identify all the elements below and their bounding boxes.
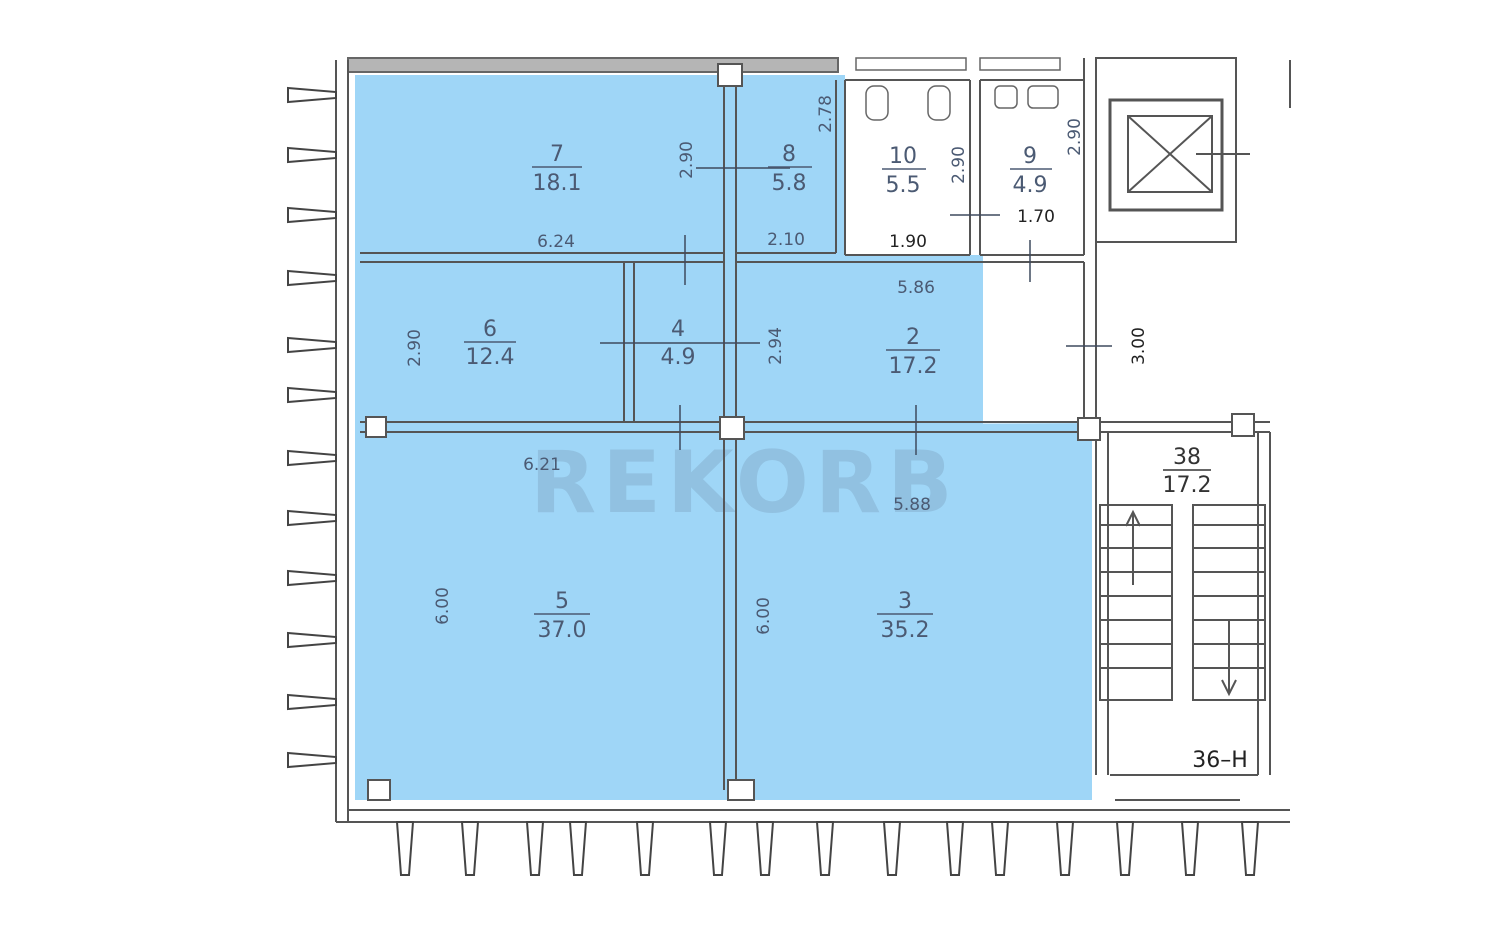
svg-text:4.9: 4.9	[1013, 173, 1048, 198]
window-symbol	[1115, 821, 1135, 876]
room-9: 9 4.9	[1010, 144, 1052, 198]
dim-label: 6.00	[433, 587, 453, 625]
svg-text:8: 8	[782, 142, 796, 167]
window-symbol	[635, 821, 655, 876]
svg-text:17.2: 17.2	[889, 354, 938, 379]
window-symbol	[525, 821, 545, 876]
window-symbol	[287, 631, 337, 649]
window-symbol	[287, 449, 337, 467]
svg-text:6: 6	[483, 317, 497, 342]
dim-label: 2.78	[816, 95, 836, 133]
dim-label: 2.10	[767, 230, 805, 250]
dim-label: 1.70	[1017, 207, 1055, 227]
svg-text:18.1: 18.1	[533, 171, 582, 196]
window-symbol	[287, 146, 337, 164]
svg-text:2: 2	[906, 325, 920, 350]
room-8: 8 5.8	[768, 142, 812, 196]
svg-text:3: 3	[898, 589, 912, 614]
dim-label: 2.90	[677, 141, 697, 179]
windows-left	[287, 86, 337, 769]
window-symbol	[287, 751, 337, 769]
dim-label: 2.90	[949, 146, 969, 184]
svg-text:17.2: 17.2	[1163, 473, 1212, 498]
svg-text:7: 7	[550, 142, 564, 167]
room-7: 7 18.1	[532, 142, 582, 196]
dim-label: 1.90	[889, 232, 927, 252]
svg-text:5.8: 5.8	[772, 171, 807, 196]
window-symbol	[287, 269, 337, 287]
window-symbol	[287, 569, 337, 587]
unit-label: 36–Н	[1192, 748, 1248, 773]
dim-label: 6.21	[523, 455, 561, 475]
svg-text:4: 4	[671, 317, 685, 342]
dim-label: 5.88	[893, 495, 931, 515]
svg-text:37.0: 37.0	[538, 618, 587, 643]
dim-label: 2.90	[405, 329, 425, 367]
room-4: 4 4.9	[661, 317, 696, 370]
room-3: 3 35.2	[877, 589, 933, 643]
svg-text:35.2: 35.2	[881, 618, 930, 643]
window-symbol	[460, 821, 480, 876]
svg-text:12.4: 12.4	[466, 345, 515, 370]
dim-label: 6.24	[537, 232, 575, 252]
window-symbol	[945, 821, 965, 876]
window-symbol	[287, 509, 337, 527]
window-symbol	[755, 821, 775, 876]
svg-text:10: 10	[889, 144, 917, 169]
room-2: 2 17.2	[886, 325, 940, 379]
room-6: 6 12.4	[464, 317, 516, 370]
svg-text:4.9: 4.9	[661, 345, 696, 370]
windows-bottom	[395, 821, 1260, 876]
window-symbol	[287, 336, 337, 354]
dim-label: 2.90	[1065, 118, 1085, 156]
dimension-ticks	[600, 167, 1112, 455]
dimension-labels: 2.78 2.90 2.90 2.90 6.24 2.10 1.90 1.70 …	[405, 95, 1149, 635]
window-symbol	[287, 386, 337, 404]
svg-text:5.5: 5.5	[886, 173, 921, 198]
window-symbol	[1240, 821, 1260, 876]
columns	[365, 63, 1255, 801]
window-symbol	[882, 821, 902, 876]
window-symbol	[815, 821, 835, 876]
window-symbol	[990, 821, 1010, 876]
window-symbol	[708, 821, 728, 876]
svg-text:9: 9	[1023, 144, 1037, 169]
window-symbol	[395, 821, 415, 876]
plumbing-fixtures	[855, 57, 1061, 121]
window-symbol	[1180, 821, 1200, 876]
dim-label: 5.86	[897, 278, 935, 298]
window-symbol	[568, 821, 588, 876]
room-5: 5 37.0	[534, 589, 590, 643]
window-symbol	[287, 86, 337, 104]
watermark: REKORB	[530, 433, 959, 533]
svg-text:5: 5	[555, 589, 569, 614]
dim-label: 2.94	[766, 327, 786, 365]
room-10: 10 5.5	[882, 144, 926, 198]
room-38: 38 17.2	[1163, 445, 1212, 498]
dim-label: 6.00	[754, 597, 774, 635]
svg-text:38: 38	[1173, 445, 1201, 470]
window-symbol	[1055, 821, 1075, 876]
window-symbol	[287, 206, 337, 224]
dim-label: 3.00	[1129, 327, 1149, 365]
window-symbol	[287, 693, 337, 711]
